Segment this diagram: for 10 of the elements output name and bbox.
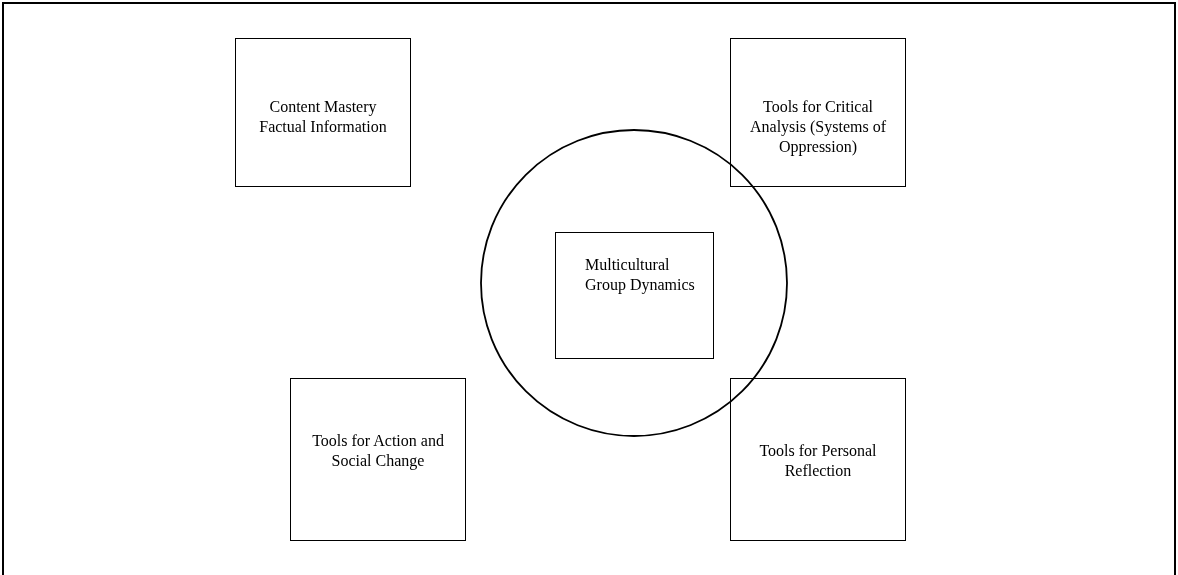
- topic-box: [290, 378, 466, 541]
- box-label: Tools for Action and Social Change: [311, 431, 445, 471]
- box-label: Multicultural Group Dynamics: [585, 255, 696, 295]
- box-label: Tools for Personal Reflection: [758, 441, 878, 481]
- topic-box: [730, 378, 906, 541]
- topic-box: [730, 38, 906, 187]
- center-box: [555, 232, 714, 359]
- box-label: Content Mastery Factual Information: [258, 97, 388, 137]
- box-label: Tools for Critical Analysis (Systems of Oppression): [749, 97, 887, 157]
- topic-box: [235, 38, 411, 187]
